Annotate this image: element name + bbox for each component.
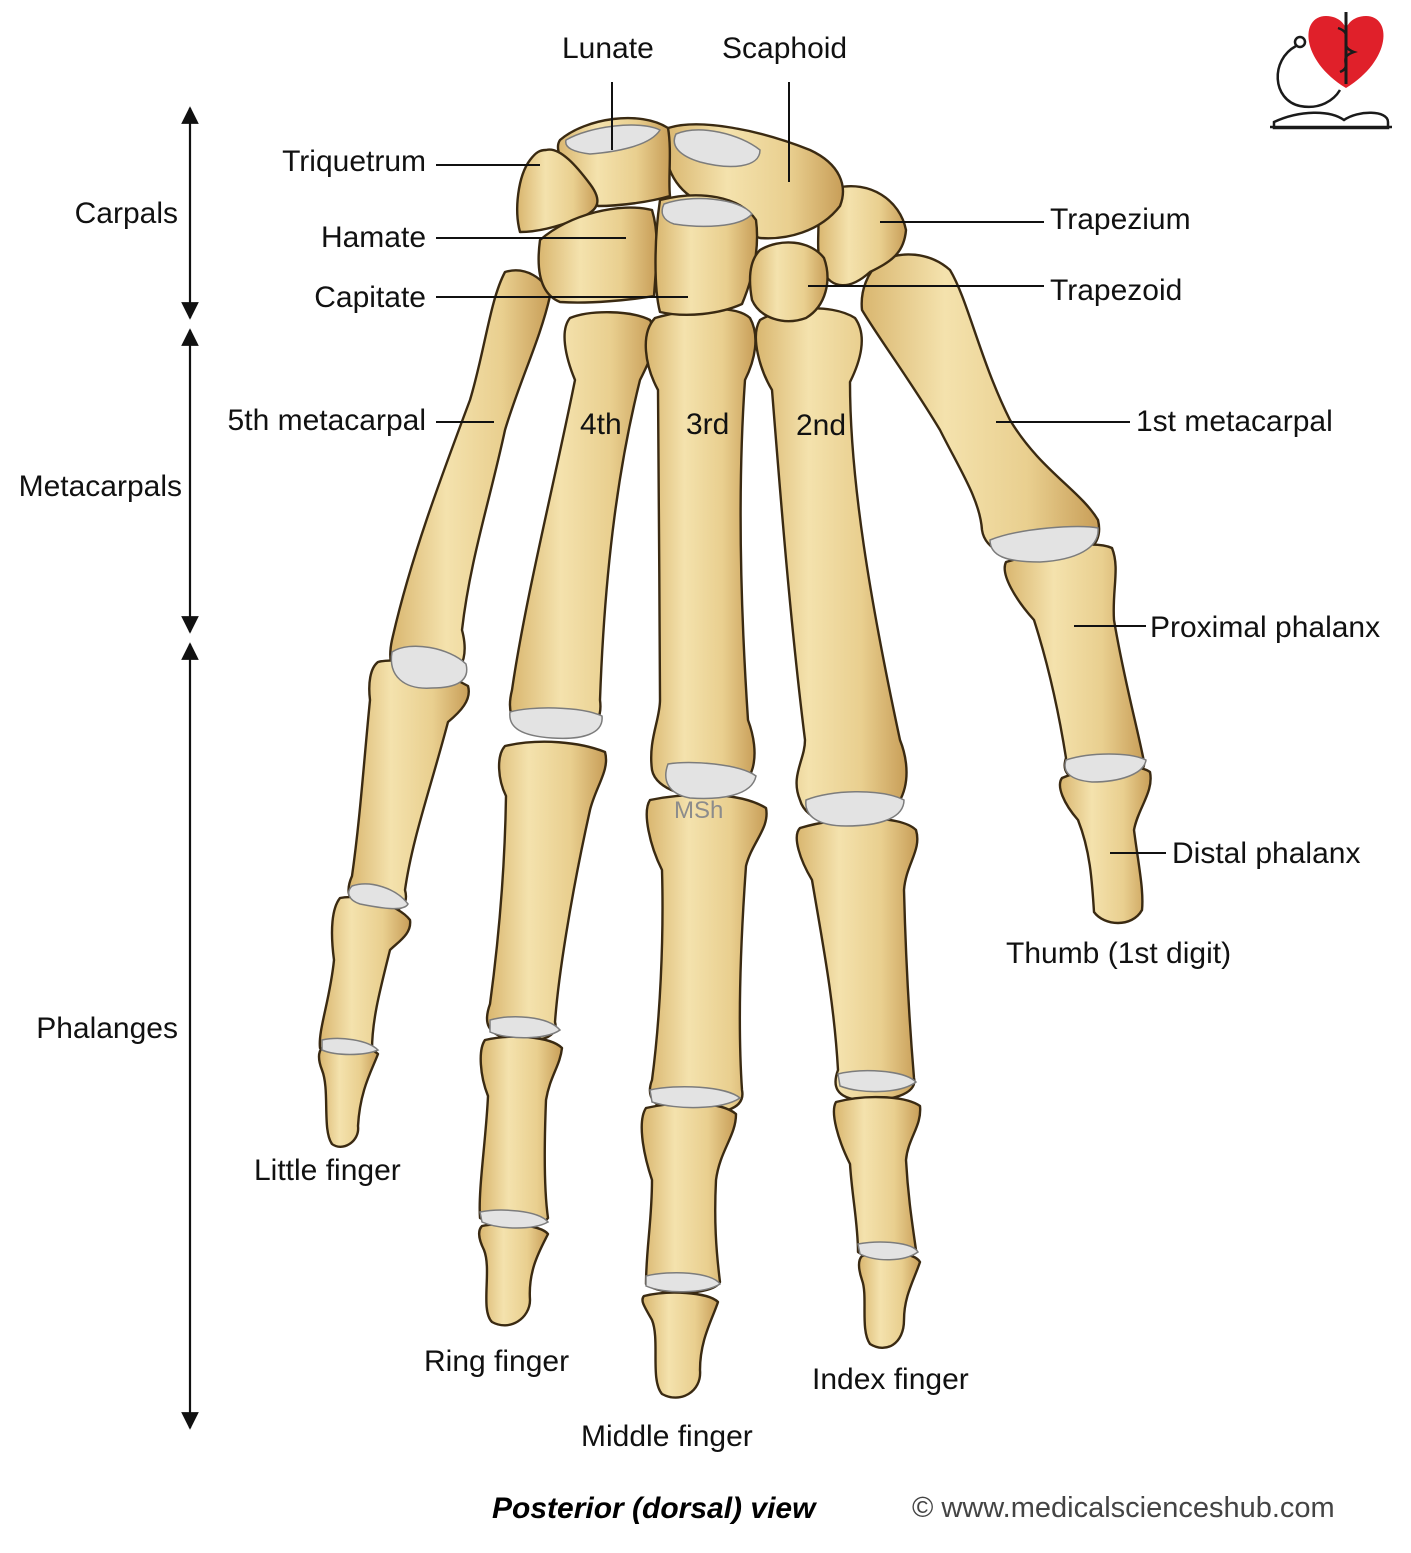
middle-proximal-phalanx (645, 793, 768, 1115)
triquetrum-bone (516, 148, 599, 234)
thumb-label: Thumb (1st digit) (1006, 937, 1232, 970)
little-distal-phalanx (317, 1044, 380, 1149)
middle-distal-phalanx (641, 1291, 720, 1399)
second-metacarpal (754, 307, 908, 827)
lunate-label: Lunate (562, 32, 654, 65)
cartilage-scaphoid (673, 129, 761, 168)
region-phalanges-label: Phalanges (36, 1012, 178, 1045)
cartilage-capitate (661, 197, 753, 227)
ring-proximal-phalanx (485, 740, 608, 1043)
triquetrum-label: Triquetrum (282, 145, 426, 178)
little-middle-phalanx (318, 895, 412, 1059)
third-metacarpal (644, 307, 757, 798)
ring-finger-label: Ring finger (424, 1345, 570, 1378)
middle-middle-phalanx (640, 1102, 738, 1294)
copyright-text: © www.medicalscienceshub.com (912, 1492, 1335, 1524)
index-finger-label: Index finger (812, 1363, 969, 1396)
logo-stethoscope-icon (1293, 35, 1307, 49)
index-middle-phalanx (832, 1095, 922, 1261)
fourth-metacarpal-label: 4th (580, 408, 622, 441)
region-carpals-label: Carpals (74, 197, 178, 230)
middle-finger-label: Middle finger (581, 1420, 753, 1453)
thumb-distal-phalanx (1058, 765, 1152, 925)
index-proximal-phalanx (795, 817, 919, 1102)
fifth-metacarpal-label: 5th metacarpal (227, 404, 426, 437)
proximal-phalanx-label: Proximal phalanx (1150, 611, 1381, 644)
cartilage-3rd-head (665, 761, 757, 800)
trapezoid-bone (748, 241, 829, 323)
cartilage-2nd-head (805, 791, 905, 827)
first-metacarpal-label: 1st metacarpal (1136, 405, 1333, 438)
little-proximal-phalanx (347, 659, 470, 914)
region-metacarpals-label: Metacarpals (18, 470, 182, 503)
msh-watermark: MSh (674, 797, 724, 824)
trapezium-label: Trapezium (1050, 203, 1191, 236)
cartilage-1st-head (989, 525, 1099, 563)
scaphoid-label: Scaphoid (722, 32, 848, 65)
index-distal-phalanx (857, 1251, 922, 1350)
logo-book-icon (1272, 111, 1390, 130)
third-metacarpal-label: 3rd (686, 408, 730, 441)
distal-phalanx-label: Distal phalanx (1172, 837, 1361, 870)
capitate-label: Capitate (314, 281, 426, 314)
thumb-proximal-phalanx (1003, 543, 1146, 784)
trapezoid-label: Trapezoid (1050, 274, 1183, 307)
cartilage-thumb-proximal (1064, 753, 1147, 783)
bones (317, 116, 1152, 1399)
hamate-bone (537, 206, 658, 304)
second-metacarpal-label: 2nd (796, 409, 847, 442)
hamate-label: Hamate (320, 221, 426, 254)
leader-lines (436, 82, 1166, 854)
cartilage-5th-head (390, 645, 468, 689)
fourth-metacarpal (508, 311, 656, 737)
ring-middle-phalanx (478, 1035, 564, 1229)
ring-distal-phalanx (478, 1222, 550, 1327)
little-finger-label: Little finger (254, 1154, 401, 1187)
articular-surfaces (390, 124, 1147, 827)
joint-lines (321, 883, 920, 1293)
site-logo (1270, 12, 1392, 130)
cartilage-4th-head (509, 707, 603, 740)
view-caption: Posterior (dorsal) view (492, 1492, 816, 1525)
